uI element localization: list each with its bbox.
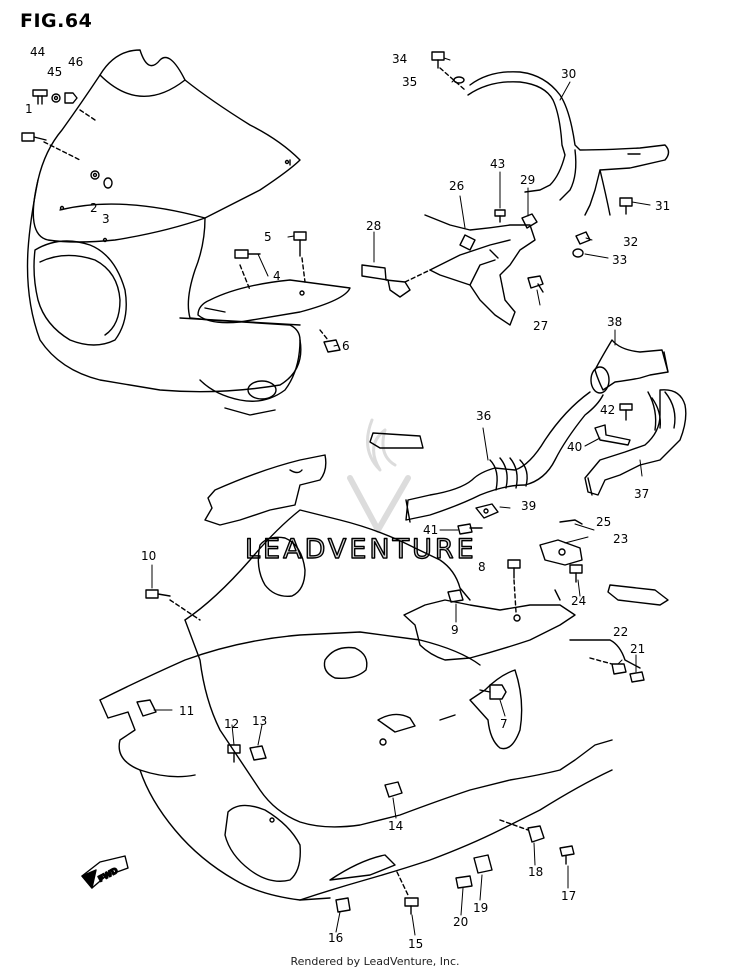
watermark: LEADVENTURE [244,420,477,566]
callout-32: 32 [623,235,639,249]
callout-31: 31 [655,199,671,213]
duct-brackets [370,404,632,534]
air-duct-37 [585,390,686,495]
fwd-arrow: FWD [82,856,128,888]
callout-13: 13 [252,714,268,728]
callout-28: 28 [366,219,382,233]
inner-panel [198,232,350,352]
callout-7: 7 [500,717,508,731]
watermark-text: LEADVENTURE [245,534,477,565]
callout-46: 46 [68,55,84,69]
callout-9: 9 [451,623,459,637]
callout-26: 26 [449,179,465,193]
callout-39: 39 [521,499,537,513]
callout-10: 10 [141,549,157,563]
callout-35: 35 [402,75,418,89]
air-duct-38 [406,340,668,522]
callout-21: 21 [630,642,646,656]
callout-22: 22 [613,625,629,639]
callout-12: 12 [224,717,240,731]
bracket-26 [362,210,543,325]
callout-15: 15 [408,937,424,951]
callout-30: 30 [561,67,577,81]
fairing-stay-30 [432,52,669,257]
windscreen-screws [22,90,112,188]
callout-2: 2 [90,201,98,215]
callout-34: 34 [392,52,408,66]
callout-44: 44 [30,45,46,59]
callout-25: 25 [596,515,612,529]
callout-20: 20 [453,915,469,929]
callout-19: 19 [473,901,489,915]
callout-38: 38 [607,315,623,329]
callout-4: 4 [273,269,281,283]
callout-6: 6 [342,339,350,353]
footer-credit: Rendered by LeadVenture, Inc. [290,955,460,968]
callout-33: 33 [612,253,628,267]
callout-42: 42 [600,403,616,417]
callout-3: 3 [102,212,110,226]
upper-fairing [28,50,301,415]
lower-fasteners [137,520,644,914]
callout-14: 14 [388,819,404,833]
callout-29: 29 [520,173,536,187]
callout-17: 17 [561,889,577,903]
lower-cowling [100,455,668,900]
callout-1: 1 [25,102,33,116]
callout-23: 23 [613,532,629,546]
leader-lines [152,58,650,935]
callout-36: 36 [476,409,492,423]
callout-16: 16 [328,931,344,945]
callout-8: 8 [478,560,486,574]
callout-18: 18 [528,865,544,879]
callout-24: 24 [571,594,587,608]
callout-43: 43 [490,157,506,171]
callout-11: 11 [179,704,195,718]
figure-title: FIG.64 [20,10,93,32]
callout-37: 37 [634,487,650,501]
callout-45: 45 [47,65,63,79]
callout-5: 5 [264,230,272,244]
callout-40: 40 [567,440,583,454]
callout-41: 41 [423,523,439,537]
callout-27: 27 [533,319,549,333]
